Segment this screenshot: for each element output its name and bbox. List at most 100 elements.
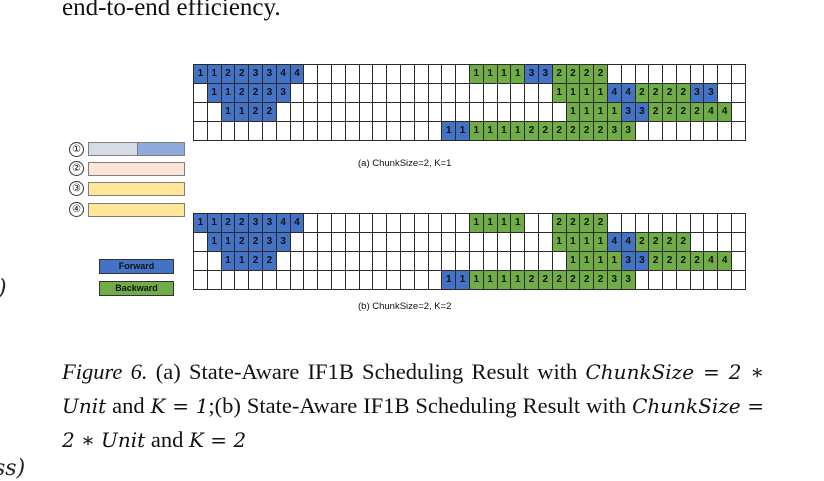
forward-cell: 3 — [262, 65, 277, 84]
backward-cell: 2 — [690, 103, 705, 122]
empty-cell — [621, 214, 636, 233]
empty-cell — [276, 252, 291, 271]
empty-cell — [511, 84, 526, 103]
forward-cell: 4 — [607, 84, 622, 103]
empty-cell — [718, 84, 733, 103]
forward-cell: 4 — [621, 233, 636, 252]
forward-cell: 1 — [235, 252, 250, 271]
forward-cell: 3 — [276, 84, 291, 103]
empty-cell — [704, 65, 719, 84]
backward-cell: 1 — [566, 103, 581, 122]
backward-cell: 2 — [566, 271, 581, 290]
legend-backward: Backward — [99, 281, 174, 296]
backward-cell: 2 — [525, 271, 539, 290]
forward-cell: 2 — [235, 84, 250, 103]
empty-cell — [635, 65, 650, 84]
empty-cell — [621, 65, 636, 84]
empty-cell — [194, 252, 208, 271]
forward-cell: 1 — [442, 122, 457, 141]
empty-cell — [456, 252, 470, 271]
forward-cell: 3 — [621, 103, 636, 122]
backward-cell: 1 — [594, 252, 608, 271]
legend-forward: Forward — [99, 259, 174, 274]
empty-cell — [304, 271, 319, 290]
backward-cell: 3 — [621, 271, 636, 290]
forward-cell: 3 — [621, 252, 636, 271]
stage-label-1: ① — [69, 142, 84, 157]
empty-cell — [483, 233, 498, 252]
empty-cell — [525, 233, 539, 252]
backward-cell: 1 — [469, 65, 484, 84]
margin-fragment: ) — [0, 276, 7, 301]
empty-cell — [331, 122, 346, 141]
empty-cell — [414, 103, 429, 122]
empty-cell — [676, 122, 691, 141]
forward-cell: 1 — [456, 122, 470, 141]
backward-cell: 1 — [580, 252, 595, 271]
empty-cell — [359, 233, 374, 252]
empty-cell — [290, 103, 305, 122]
empty-cell — [235, 122, 250, 141]
forward-cell: 1 — [207, 214, 222, 233]
forward-cell: 3 — [635, 252, 650, 271]
forward-cell: 2 — [262, 103, 277, 122]
margin-fragment: ss) — [0, 456, 26, 481]
backward-cell: 1 — [580, 84, 595, 103]
empty-cell — [207, 103, 222, 122]
forward-cell: 1 — [194, 214, 208, 233]
empty-cell — [207, 252, 222, 271]
empty-cell — [290, 233, 305, 252]
forward-cell: 3 — [262, 84, 277, 103]
backward-cell: 2 — [580, 271, 595, 290]
empty-cell — [428, 233, 443, 252]
empty-cell — [400, 214, 415, 233]
forward-cell: 2 — [221, 214, 236, 233]
empty-cell — [359, 271, 374, 290]
backward-cell: 4 — [718, 252, 733, 271]
forward-cell: 3 — [635, 103, 650, 122]
empty-cell — [345, 65, 360, 84]
empty-cell — [207, 271, 222, 290]
empty-cell — [304, 103, 319, 122]
forward-cell: 3 — [262, 214, 277, 233]
forward-cell: 4 — [290, 65, 305, 84]
empty-cell — [442, 252, 457, 271]
empty-cell — [552, 103, 567, 122]
backward-cell: 1 — [552, 233, 567, 252]
empty-cell — [373, 65, 388, 84]
empty-cell — [290, 271, 305, 290]
empty-cell — [318, 122, 332, 141]
empty-cell — [304, 252, 319, 271]
empty-cell — [414, 233, 429, 252]
empty-cell — [373, 122, 388, 141]
backward-cell: 1 — [469, 271, 484, 290]
empty-cell — [704, 271, 719, 290]
empty-cell — [331, 233, 346, 252]
empty-cell — [469, 103, 484, 122]
backward-cell: 2 — [663, 84, 677, 103]
empty-cell — [649, 122, 664, 141]
empty-cell — [400, 252, 415, 271]
backward-cell: 2 — [649, 84, 664, 103]
empty-cell — [249, 271, 263, 290]
empty-cell — [345, 84, 360, 103]
forward-cell: 3 — [538, 65, 553, 84]
empty-cell — [331, 252, 346, 271]
empty-cell — [345, 122, 360, 141]
backward-cell: 1 — [511, 214, 526, 233]
empty-cell — [249, 122, 263, 141]
empty-cell — [483, 103, 498, 122]
backward-cell: 2 — [594, 122, 608, 141]
empty-cell — [194, 233, 208, 252]
empty-cell — [732, 122, 746, 141]
empty-cell — [442, 214, 457, 233]
forward-cell: 2 — [235, 65, 250, 84]
empty-cell — [304, 233, 319, 252]
backward-cell: 2 — [552, 271, 567, 290]
forward-cell: 3 — [704, 84, 719, 103]
backward-cell: 2 — [663, 233, 677, 252]
backward-cell: 1 — [511, 65, 526, 84]
forward-cell: 2 — [235, 214, 250, 233]
forward-cell: 2 — [249, 84, 263, 103]
backward-cell: 1 — [566, 233, 581, 252]
